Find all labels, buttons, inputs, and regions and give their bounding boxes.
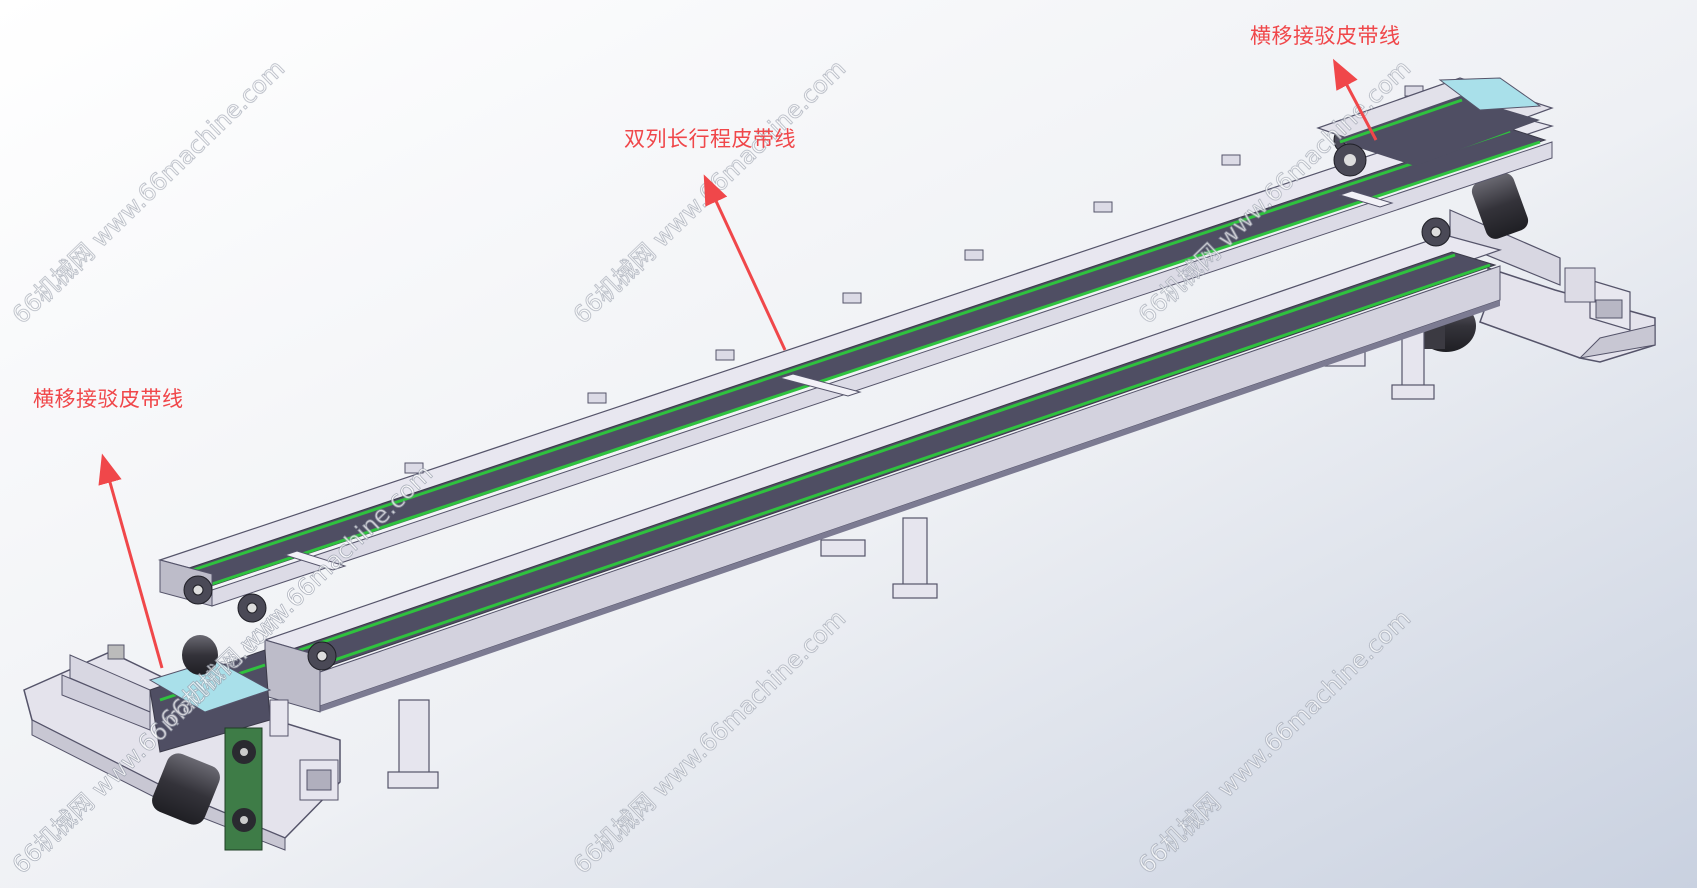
- callout-label-double-belt: 双列长行程皮带线: [624, 127, 796, 151]
- callout-label-left-transfer: 横移接驳皮带线: [33, 387, 184, 411]
- rear-belt-conveyor: [157, 111, 1555, 607]
- cross-braces: [283, 190, 1394, 571]
- left-motor: [152, 753, 220, 825]
- bottom-left-transfer-unit: [23, 635, 341, 851]
- support-legs: [387, 319, 1435, 789]
- arrow-right: [1332, 58, 1378, 141]
- callout-arrows: [98, 58, 1378, 669]
- right-motor: [1471, 173, 1529, 239]
- rail-clamps: [404, 85, 1424, 474]
- arrow-middle: [703, 174, 787, 351]
- callout-label-right-transfer: 横移接驳皮带线: [1250, 24, 1401, 48]
- arrow-left: [98, 453, 164, 669]
- front-belt-conveyor: [263, 234, 1503, 713]
